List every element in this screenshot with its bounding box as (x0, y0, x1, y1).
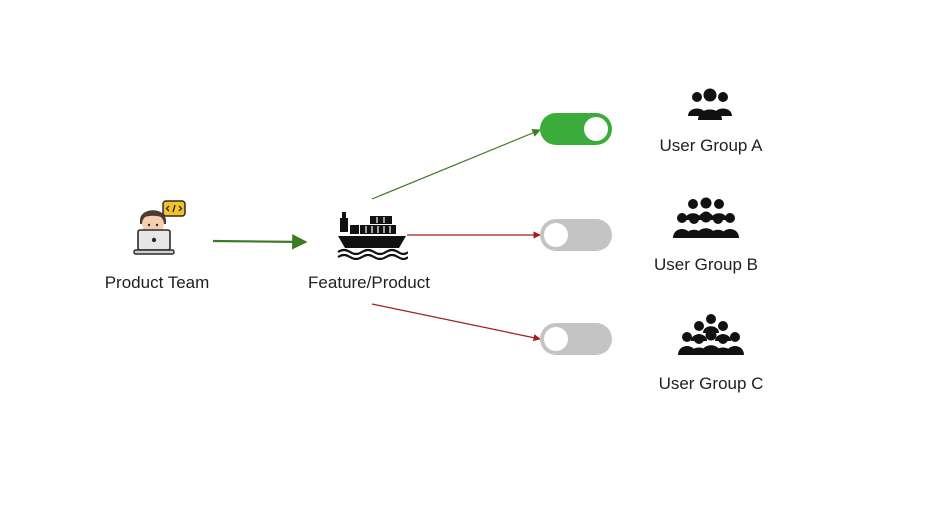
users-small-group-icon (688, 88, 732, 120)
toggle-knob (544, 327, 568, 351)
team-to-feature-arrow (212, 234, 308, 250)
cargo-ship-icon (337, 212, 408, 260)
users-large-group-icon (678, 314, 744, 355)
users-medium-group-icon (673, 197, 739, 238)
toggle-group-c[interactable] (540, 323, 612, 355)
user-group-b-label: User Group B (654, 255, 758, 274)
toggle-group-a[interactable] (540, 113, 612, 145)
toggle-knob (544, 223, 568, 247)
developer-laptop-icon (133, 200, 186, 255)
product-team-label: Product Team (104, 273, 210, 292)
user-group-c-label: User Group C (658, 374, 764, 393)
user-group-a-label: User Group A (659, 136, 763, 155)
feature-to-group-c-arrow (371, 303, 541, 342)
toggle-group-b[interactable] (540, 219, 612, 251)
toggle-knob (584, 117, 608, 141)
feature-to-group-a-arrow (371, 128, 541, 200)
feature-product-label: Feature/Product (308, 273, 430, 292)
